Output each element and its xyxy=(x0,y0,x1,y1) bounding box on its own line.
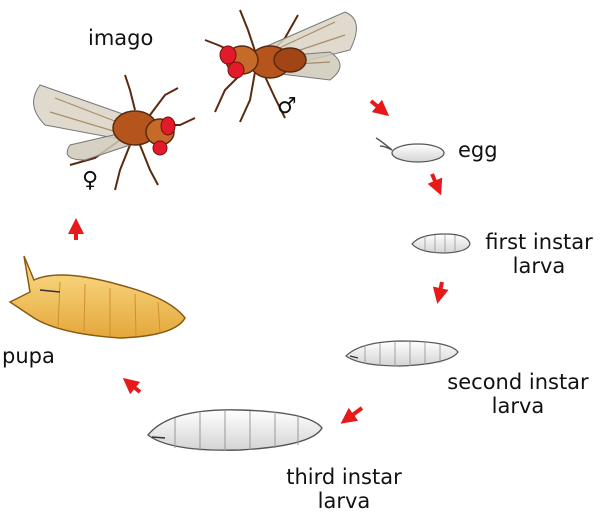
arrow-imago-to-egg xyxy=(369,99,390,117)
arrow-second-to-third-instar xyxy=(340,406,364,424)
second-instar-larva-illustration xyxy=(345,340,459,367)
third-instar-line1: third instar xyxy=(286,465,402,489)
pupa-illustration xyxy=(8,255,186,339)
female-symbol: ♀ xyxy=(82,168,99,193)
egg-illustration xyxy=(375,137,445,163)
arrow-third-instar-to-pupa xyxy=(122,377,142,395)
third-instar-larva-illustration xyxy=(147,409,323,451)
stage-label-imago: imago xyxy=(88,26,154,50)
first-instar-larva-illustration xyxy=(411,233,471,254)
female-fly-illustration xyxy=(33,74,196,191)
stage-label-pupa: pupa xyxy=(2,344,55,368)
stage-label-third-instar: third instar larva xyxy=(278,465,410,513)
first-instar-line2: larva xyxy=(512,254,566,278)
male-fly-illustration xyxy=(204,9,357,123)
third-instar-line2: larva xyxy=(317,489,371,513)
second-instar-line2: larva xyxy=(491,394,545,418)
second-instar-line1: second instar xyxy=(447,370,589,394)
male-symbol: ♂ xyxy=(277,94,297,119)
stage-label-second-instar: second instar larva xyxy=(438,370,598,418)
stage-label-first-instar: first instar larva xyxy=(478,230,600,278)
cycle-arrows xyxy=(68,99,449,424)
arrow-first-to-second-instar xyxy=(432,281,449,304)
stage-label-egg: egg xyxy=(458,138,498,162)
arrow-egg-to-first-instar xyxy=(427,173,443,196)
first-instar-line1: first instar xyxy=(485,230,593,254)
